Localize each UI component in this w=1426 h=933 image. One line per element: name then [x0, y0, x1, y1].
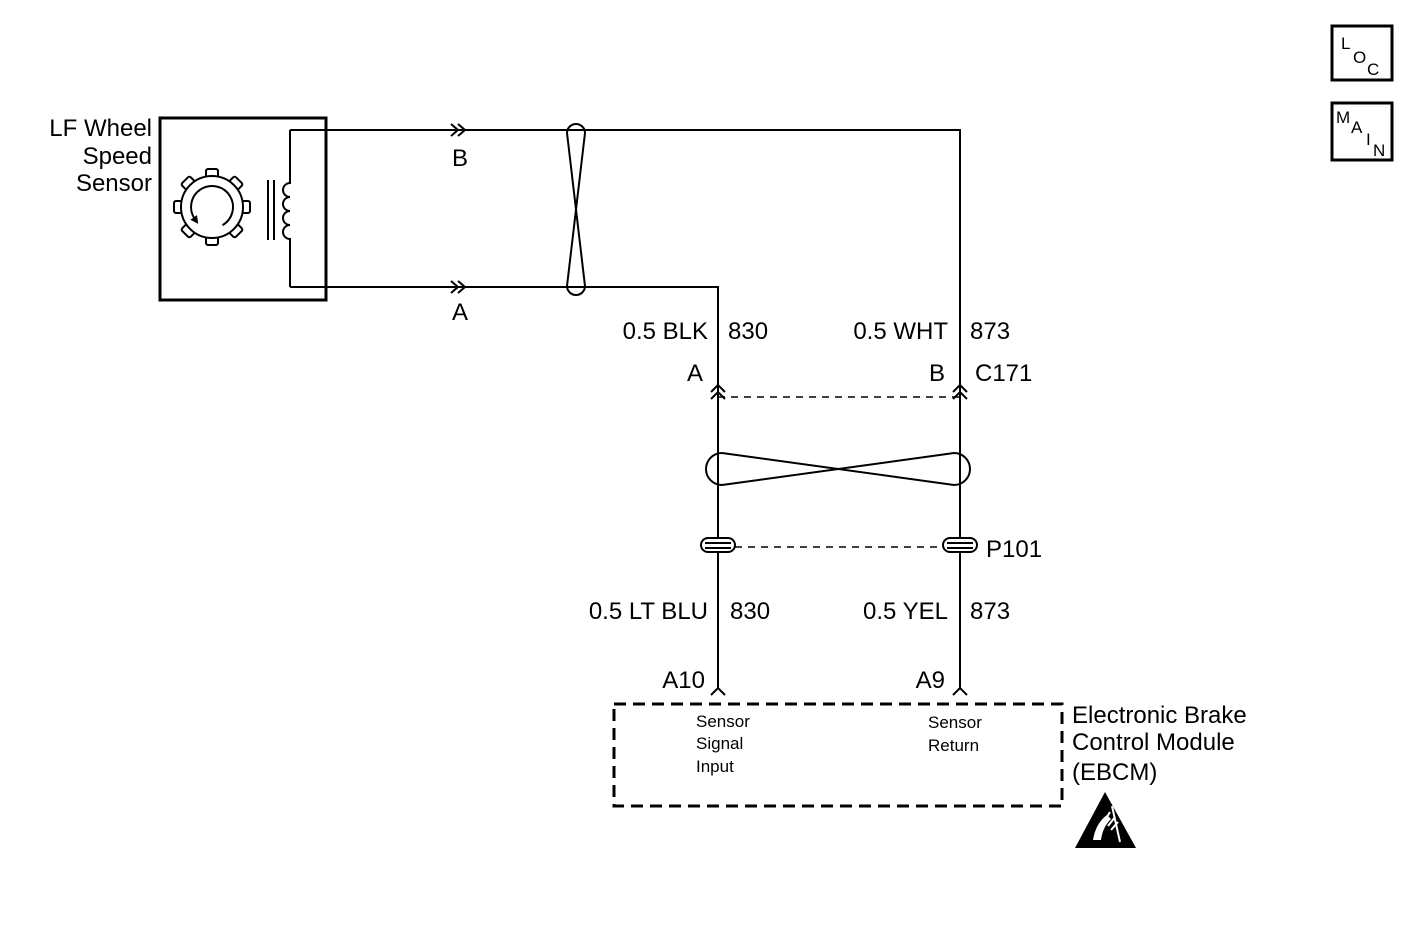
circuit-number-label: 830 [728, 318, 768, 345]
ebcm-name-line: Control Module [1072, 729, 1235, 756]
wire-color-label: 0.5 LT BLU [589, 598, 708, 625]
sensor-label-line: LF Wheel [49, 115, 152, 142]
loc-button[interactable]: L O C [1330, 24, 1394, 82]
ebcm-name-line: Electronic Brake [1072, 702, 1247, 729]
ebcm-label: Electronic Brake Control Module (EBCM) [1072, 702, 1247, 786]
p101-name-label: P101 [986, 536, 1042, 563]
main-button[interactable]: M A I N [1330, 101, 1394, 162]
twisted-pair-icon [565, 123, 587, 296]
ebcm-module: Sensor Signal Input Sensor Return [612, 702, 1064, 808]
terminal-a-label: A [452, 299, 468, 326]
c171-pin-b-label: B [929, 360, 945, 387]
wire-color-label: 0.5 YEL [863, 598, 948, 625]
wire-830-upper [290, 286, 719, 392]
c171-name-label: C171 [975, 360, 1032, 387]
esd-warning-icon [1075, 792, 1136, 848]
tone-wheel-icon [173, 168, 251, 246]
main-letter-n: N [1373, 141, 1385, 160]
twisted-pair-icon [705, 451, 971, 487]
wheel-speed-sensor [158, 116, 328, 302]
terminal-b-label: B [452, 145, 468, 172]
ebcm-function-label: Sensor [696, 712, 750, 731]
ebcm-function-label: Sensor [928, 713, 982, 732]
ebcm-outline [612, 702, 1064, 808]
splice-icon [700, 537, 736, 553]
circuit-number-label: 873 [970, 598, 1010, 625]
wire-color-label: 0.5 WHT [853, 318, 948, 345]
ebcm-function-label: Return [928, 736, 979, 755]
ebcm-function-label: Input [696, 757, 734, 776]
sensor-label: LF Wheel Speed Sensor [49, 115, 152, 197]
connector-c171: A B C171 [687, 360, 1032, 400]
main-letter-m: M [1336, 108, 1350, 127]
loc-letter-c: C [1367, 60, 1379, 79]
rotation-arrow-icon [190, 185, 235, 227]
ebcm-pin-a10-icon [710, 686, 726, 696]
ebcm-function-label: Signal [696, 734, 743, 753]
sensor-label-line: Speed [83, 143, 152, 170]
wire-color-label: 0.5 BLK [623, 318, 708, 345]
wire-873-upper [290, 129, 961, 392]
ebcm-name-line: (EBCM) [1072, 759, 1157, 786]
main-letter-i: I [1366, 130, 1371, 149]
circuit-number-label: 830 [730, 598, 770, 625]
ebcm-pin-a9-label: A9 [916, 667, 945, 694]
splice-icon [942, 537, 978, 553]
loc-letter-o: O [1353, 48, 1366, 67]
loc-letter-l: L [1341, 34, 1350, 53]
pickup-coil-icon [267, 130, 291, 287]
ebcm-pin-a9-icon [952, 686, 968, 696]
sensor-label-line: Sensor [76, 170, 152, 197]
circuit-number-label: 873 [970, 318, 1010, 345]
sensor-terminal-b: B [450, 123, 468, 172]
main-letter-a: A [1351, 118, 1363, 137]
c171-pin-a-label: A [687, 360, 703, 387]
sensor-housing [158, 116, 328, 302]
connector-p101: P101 [700, 536, 1042, 563]
ebcm-pin-a10-label: A10 [662, 667, 705, 694]
